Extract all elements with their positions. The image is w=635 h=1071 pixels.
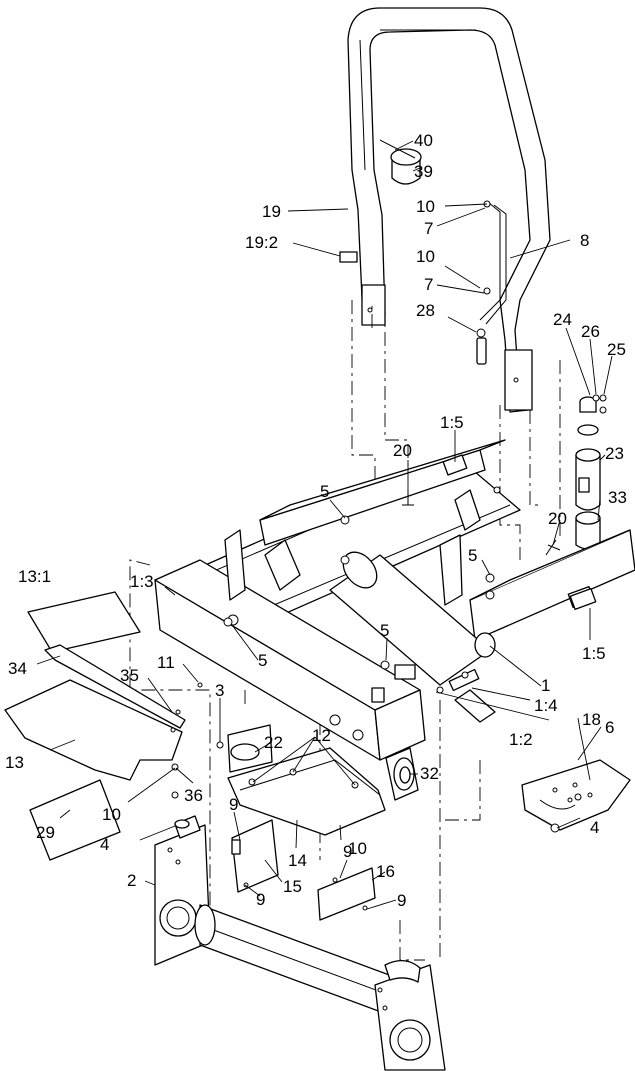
label-12: 12	[312, 726, 331, 745]
label-13: 13	[5, 753, 24, 772]
label-5-right: 5	[468, 546, 477, 565]
label-15: 15	[283, 877, 302, 896]
label-18: 18	[582, 710, 601, 729]
label-9-d: 9	[397, 891, 406, 910]
label-36: 36	[184, 786, 203, 805]
label-10-c: 10	[348, 839, 367, 858]
cup-holder	[379, 139, 422, 185]
label-19-2: 19:2	[245, 233, 278, 252]
bearing-32	[385, 747, 419, 801]
bolt-20-upper	[402, 490, 414, 506]
label-5-upper: 5	[320, 482, 329, 501]
label-9-b: 9	[343, 842, 352, 861]
rod-assembly	[476, 200, 507, 365]
label-10-b: 10	[416, 247, 435, 266]
label-7-b: 7	[424, 275, 433, 294]
label-24: 24	[553, 310, 572, 329]
leader-lines	[36, 140, 613, 910]
label-8: 8	[580, 231, 589, 250]
label-1-2: 1:2	[509, 730, 533, 749]
nut-5-upper	[340, 515, 350, 525]
label-1-5-lower: 1:5	[582, 644, 606, 663]
label-25: 25	[607, 340, 626, 359]
nut-5-right	[485, 573, 495, 583]
label-3: 3	[215, 681, 224, 700]
bolt-20-lower	[545, 539, 561, 556]
label-20-upper: 20	[393, 441, 412, 460]
label-1-4: 1:4	[534, 696, 558, 715]
label-11: 11	[157, 653, 175, 672]
label-9-a: 9	[229, 795, 238, 814]
front-frame-2	[154, 815, 446, 1071]
damper-assembly	[575, 394, 607, 550]
label-1-3: 1:3	[130, 572, 154, 591]
label-23: 23	[605, 444, 624, 463]
label-28: 28	[416, 301, 435, 320]
label-32: 32	[420, 764, 439, 783]
nut-5-left	[223, 617, 233, 627]
label-5-left: 5	[258, 651, 267, 670]
label-6: 6	[605, 718, 614, 737]
label-4-left: 4	[100, 835, 109, 854]
decal-1-5-lower	[569, 588, 597, 610]
label-7-a: 7	[424, 219, 433, 238]
label-29: 29	[36, 823, 55, 842]
label-14: 14	[288, 851, 307, 870]
label-13-1: 13:1	[18, 567, 51, 586]
callout-labels: 40 39 19 10 7 8 19:2 10 7 28 24 26 25 23…	[5, 131, 627, 910]
label-22: 22	[264, 733, 283, 752]
label-39: 39	[414, 162, 433, 181]
label-19: 19	[262, 202, 281, 221]
label-40: 40	[414, 131, 433, 150]
nut-5-mid	[380, 660, 390, 670]
label-20-lower: 20	[548, 509, 567, 528]
left-tray	[4, 591, 186, 861]
label-26: 26	[581, 322, 600, 341]
label-1: 1	[541, 676, 550, 695]
label-4-right: 4	[590, 818, 599, 837]
label-1-5-upper: 1:5	[440, 413, 464, 432]
label-10-d: 10	[102, 805, 121, 824]
bracket-22	[197, 682, 273, 773]
decal-1-5-upper	[442, 454, 468, 476]
main-frame	[154, 439, 635, 761]
label-10-a: 10	[416, 197, 435, 216]
foot-plate-6	[521, 759, 631, 833]
label-9-c: 9	[256, 890, 265, 909]
tray-12-14	[227, 747, 386, 893]
label-33: 33	[608, 488, 627, 507]
decal-19-2	[339, 251, 358, 263]
label-34: 34	[8, 659, 27, 678]
label-16: 16	[376, 862, 395, 881]
label-2: 2	[127, 871, 136, 890]
roll-bar	[347, 7, 551, 413]
label-35: 35	[120, 666, 139, 685]
plate-16	[317, 867, 376, 921]
label-5-mid: 5	[380, 621, 389, 640]
